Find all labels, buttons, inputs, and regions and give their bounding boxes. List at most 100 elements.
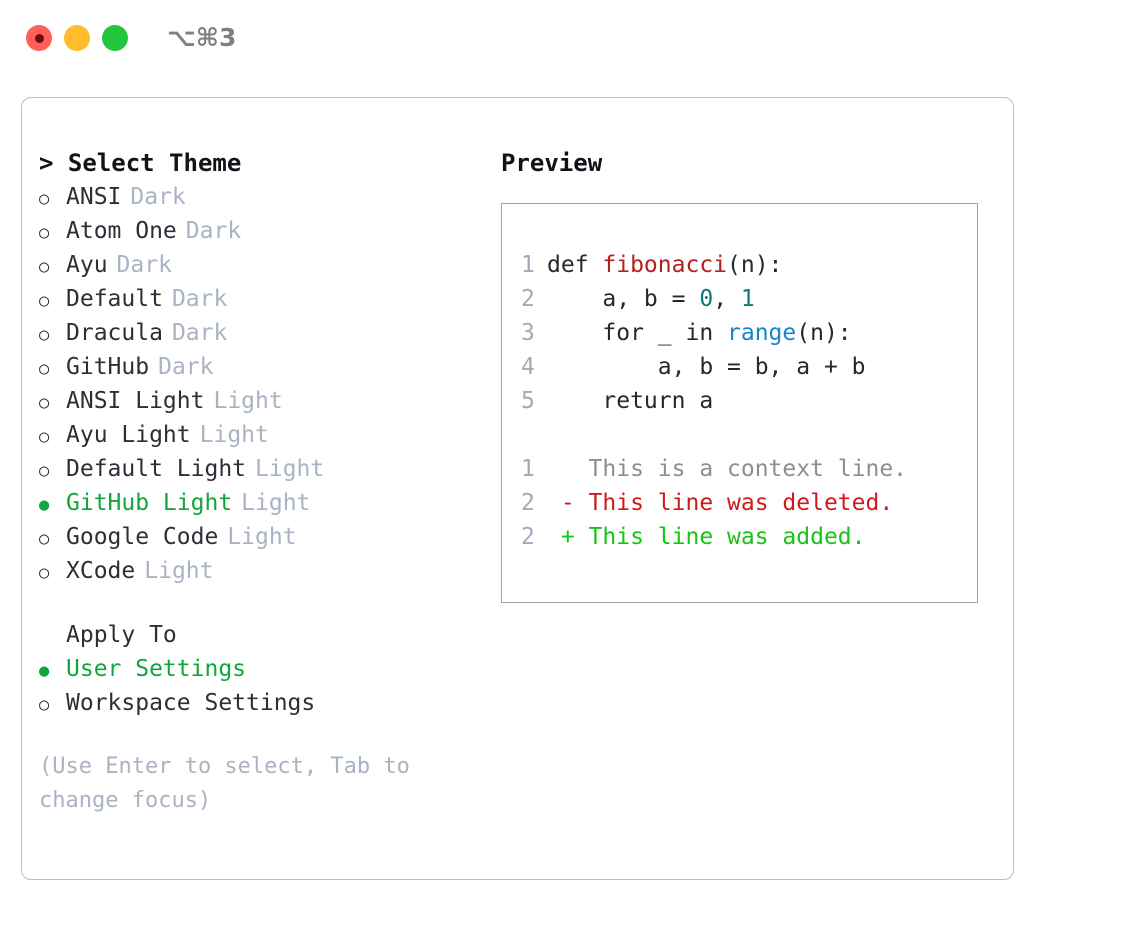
radio-unselected-icon: ○ (39, 695, 50, 715)
theme-option-google-code[interactable]: ○ Google Code Light (39, 520, 489, 554)
code-token-plain: (n): (727, 252, 783, 278)
radio-unselected-icon: ○ (39, 461, 50, 481)
line-number: 1 (521, 456, 535, 482)
diff-sample: 1 This is a context line. 2 - This line w… (502, 452, 977, 554)
theme-option-variant: Light (241, 490, 311, 516)
close-button[interactable] (26, 25, 52, 51)
line-number: 2 (521, 286, 535, 312)
theme-option-xcode[interactable]: ○ XCode Light (39, 554, 489, 588)
theme-option-default-light[interactable]: ○ Default Light Light (39, 452, 489, 486)
theme-option-variant: Dark (158, 354, 214, 380)
code-token-num: 0 (699, 286, 714, 312)
theme-option-ayu-light[interactable]: ○ Ayu Light Light (39, 418, 489, 452)
radio-unselected-icon: ○ (39, 189, 50, 209)
code-token-plain: def (547, 252, 603, 278)
theme-option-variant: Light (144, 558, 214, 584)
keyboard-hint-text: (Use Enter to select, Tab to change focu… (39, 754, 410, 813)
line-number: 5 (521, 388, 535, 414)
radio-unselected-icon: ○ (39, 529, 50, 549)
theme-option-variant: Light (255, 456, 325, 482)
minimize-button[interactable] (64, 25, 90, 51)
title-bar: ⌥⌘3 (0, 0, 1140, 76)
code-line: 2 a, b = 0, 1 (502, 282, 977, 316)
line-number: 3 (521, 320, 535, 346)
diff-line-text: + This line was added. (547, 524, 866, 550)
diff-line-text: - This line was deleted. (547, 490, 894, 516)
theme-option-variant: Light (199, 422, 269, 448)
apply-to-option-workspace-settings[interactable]: ○ Workspace Settings (39, 686, 489, 720)
theme-option-variant: Dark (171, 286, 228, 312)
radio-unselected-icon: ○ (39, 427, 50, 447)
radio-unselected-icon: ○ (39, 291, 50, 311)
theme-option-variant: Light (213, 388, 283, 414)
radio-unselected-icon: ○ (39, 223, 50, 243)
theme-option-label: ANSI (66, 184, 122, 210)
select-theme-heading: > Select Theme (39, 149, 242, 177)
code-token-plain: return a (547, 388, 714, 414)
code-line: 4 a, b = b, a + b (502, 350, 977, 384)
code-diff-separator (502, 418, 977, 452)
code-token-plain: for _ in (547, 320, 728, 346)
code-token-call: range (727, 320, 797, 346)
code-line-text: a, b = 0, 1 (547, 282, 755, 316)
radio-selected-icon: ● (39, 495, 50, 515)
code-line-text: a, b = b, a + b (547, 350, 866, 384)
code-line-text: for _ in range(n): (547, 316, 851, 350)
theme-option-variant: Dark (130, 184, 186, 210)
keyboard-shortcut-label: ⌥⌘3 (167, 23, 237, 52)
code-line: 3 for _ in range(n): (502, 316, 977, 350)
theme-option-label: XCode (66, 558, 136, 584)
radio-selected-icon: ● (39, 661, 50, 681)
maximize-button[interactable] (102, 25, 128, 51)
theme-option-ansi[interactable]: ○ ANSI Dark (39, 180, 489, 214)
code-line: 1 def fibonacci(n): (502, 248, 977, 282)
theme-option-variant: Light (227, 524, 297, 550)
preview-heading: Preview (501, 149, 603, 177)
apply-to-option-user-settings[interactable]: ● User Settings (39, 652, 489, 686)
line-number: 1 (521, 252, 535, 278)
apply-to-option-label: User Settings (66, 656, 247, 682)
line-number: 4 (521, 354, 535, 380)
apply-to-option-label: Workspace Settings (66, 690, 316, 716)
diff-line-add: 2 + This line was added. (502, 520, 977, 554)
theme-option-label: Google Code (66, 524, 219, 550)
radio-unselected-icon: ○ (39, 393, 50, 413)
theme-option-label: GitHub (66, 354, 150, 380)
code-line-text: return a (547, 384, 713, 418)
theme-option-label: Default Light (66, 456, 247, 482)
radio-unselected-icon: ○ (39, 563, 50, 583)
theme-option-label: Dracula (66, 320, 163, 346)
apply-to-heading: Apply To (66, 622, 177, 648)
theme-option-github-light[interactable]: ● GitHub Light Light (39, 486, 489, 520)
code-line: 5 return a (502, 384, 977, 418)
code-token-plain: a, b = b, a + b (547, 354, 866, 380)
code-token-fn: fibonacci (602, 252, 728, 278)
diff-line-text: This is a context line. (547, 456, 908, 482)
theme-option-label: GitHub Light (66, 490, 233, 516)
code-token-plain: a, b = (547, 286, 700, 312)
theme-option-label: Ayu (66, 252, 108, 278)
apply-to-section: Apply To ● User Settings ○ Workspace Settin… (39, 618, 489, 720)
apply-to-list[interactable]: ● User Settings ○ Workspace Settings (39, 652, 489, 720)
theme-option-label: Ayu Light (66, 422, 191, 448)
code-token-num: 1 (740, 286, 755, 312)
code-token-plain: , (713, 286, 741, 312)
diff-line-ctx: 1 This is a context line. (502, 452, 977, 486)
window-controls (26, 25, 128, 51)
line-number: 2 (521, 490, 535, 516)
theme-option-variant: Dark (185, 218, 242, 244)
code-line-text: def fibonacci(n): (547, 248, 782, 282)
